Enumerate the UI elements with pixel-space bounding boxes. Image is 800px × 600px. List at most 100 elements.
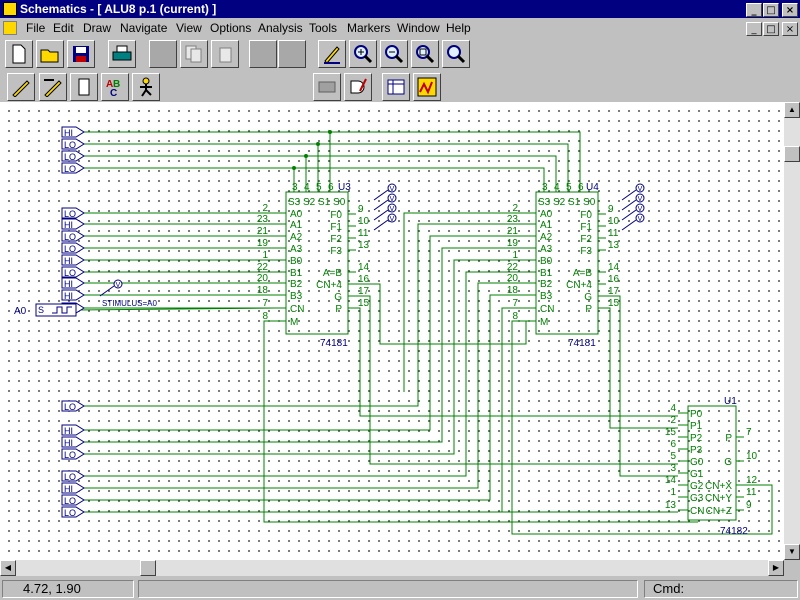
u4-pin-num: 10 [608,216,620,227]
horizontal-scroll-thumb[interactable] [140,560,156,576]
cut-button[interactable] [149,40,177,68]
scroll-left-icon[interactable]: ◀ [0,560,16,576]
u3-pin-num: 8 [262,311,268,322]
u4-pin-f2: F2 [580,234,592,245]
open-button[interactable] [36,40,64,68]
port-label-low-6: LO [64,496,76,506]
menu-markers[interactable]: Markers [347,21,391,35]
u3-pin-a3: A3 [290,244,303,255]
u4-pin-num: 23 [507,214,519,225]
u1-pin-num: 5 [670,451,676,462]
minimize-button[interactable]: _ [746,3,762,17]
u1-pin-num: 11 [746,487,757,498]
u3-pin-b1: B1 [290,268,303,279]
draw-bus-button[interactable] [39,73,67,101]
zoom-fit-button[interactable] [442,40,470,68]
zoom-out-button[interactable] [380,40,408,68]
zoom-in-button[interactable] [349,40,377,68]
voltage-probe-icon [635,213,645,223]
u4-pin-num: 21 [507,226,519,237]
probe-label: V [638,196,643,203]
doc-restore-button[interactable]: □ [763,22,779,36]
draw-block-button[interactable] [70,73,98,101]
scroll-up-icon[interactable]: ▲ [784,102,800,118]
copy-button[interactable] [180,40,208,68]
vertical-scrollbar[interactable]: ▲ ▼ [784,102,800,560]
junction-dot [304,154,308,158]
u3-pin-num: 15 [358,298,370,309]
symbol-icon [318,81,336,93]
wires [75,131,773,535]
menu-options[interactable]: Options [210,21,252,35]
u3-pin-num: 23 [257,214,269,225]
u3-pin-num: 19 [257,238,269,249]
port-symbol [61,218,85,230]
menu-draw[interactable]: Draw [83,21,112,35]
zoom-area-button[interactable] [411,40,439,68]
u3-pin-num: 21 [257,226,269,237]
probe-lead [373,189,389,201]
menu-help[interactable]: Help [446,21,471,35]
u4-pin-num: 14 [608,262,620,273]
redo-button[interactable] [278,40,306,68]
simulate-button[interactable] [344,73,372,101]
zoom-out-icon [385,45,404,64]
new-button[interactable] [5,40,33,68]
vertical-scroll-thumb[interactable] [784,146,800,162]
u3-pin-m: M [290,317,298,328]
menu-window[interactable]: Window [397,21,440,35]
close-button[interactable]: × [782,3,798,17]
redraw-button[interactable] [318,40,346,68]
probe-button[interactable] [413,73,441,101]
print-button[interactable] [108,40,136,68]
menu-navigate[interactable]: Navigate [120,21,168,35]
edit-symbol-button[interactable] [313,73,341,101]
port-label-0: HI [64,128,73,138]
u4-input-wire [84,307,526,513]
voltage-probe-icon [113,279,123,289]
main-toolbar [0,38,800,72]
paste-icon [219,47,232,63]
maximize-button[interactable]: □ [763,3,779,17]
part-ref-u4: U4 [586,182,599,193]
probe-lead [373,209,389,221]
carry-generate-wire [606,295,678,477]
u4-pin-ab: A=B [573,268,593,279]
u3-pin-num: 22 [257,262,269,273]
u1-pin-num: 10 [746,451,758,462]
port-symbol [61,242,85,254]
u3-pin-a2: A2 [290,232,303,243]
u4-input-wire [403,212,526,392]
undo-button[interactable] [249,40,277,68]
chip-body-u4 [535,191,599,335]
app-icon[interactable] [3,2,17,16]
open-folder-icon [40,49,59,63]
menu-edit[interactable]: Edit [53,21,74,35]
menu-view[interactable]: View [176,21,202,35]
u3-pin-num: 14 [358,262,370,273]
u4-pin-num: 2 [512,203,518,214]
menu-tools[interactable]: Tools [309,21,338,35]
part-ref-u1: U1 [724,396,737,407]
port-label-u3-2: LO [64,232,76,242]
attributes-button[interactable] [132,73,160,101]
scroll-down-icon[interactable]: ▼ [784,544,800,560]
paste-button[interactable] [211,40,239,68]
horizontal-scrollbar[interactable]: ◀ ▶ [0,560,784,576]
doc-close-button[interactable]: × [782,22,798,36]
part-value-u3: 74181 [320,338,348,349]
save-button[interactable] [67,40,95,68]
menu-analysis[interactable]: Analysis [258,21,303,35]
draw-toolbar: ABC HI ▼ [0,70,800,168]
document-icon[interactable] [3,21,17,35]
draw-wire-button[interactable] [7,73,35,101]
u3-pin-num: 16 [358,274,370,285]
junction-dot [328,130,332,134]
netlist-button[interactable] [382,73,410,101]
u3-pin-ab: A=B [323,268,343,279]
menu-file[interactable]: File [26,21,46,35]
scroll-right-icon[interactable]: ▶ [768,560,784,576]
doc-minimize-button[interactable]: _ [746,22,762,36]
